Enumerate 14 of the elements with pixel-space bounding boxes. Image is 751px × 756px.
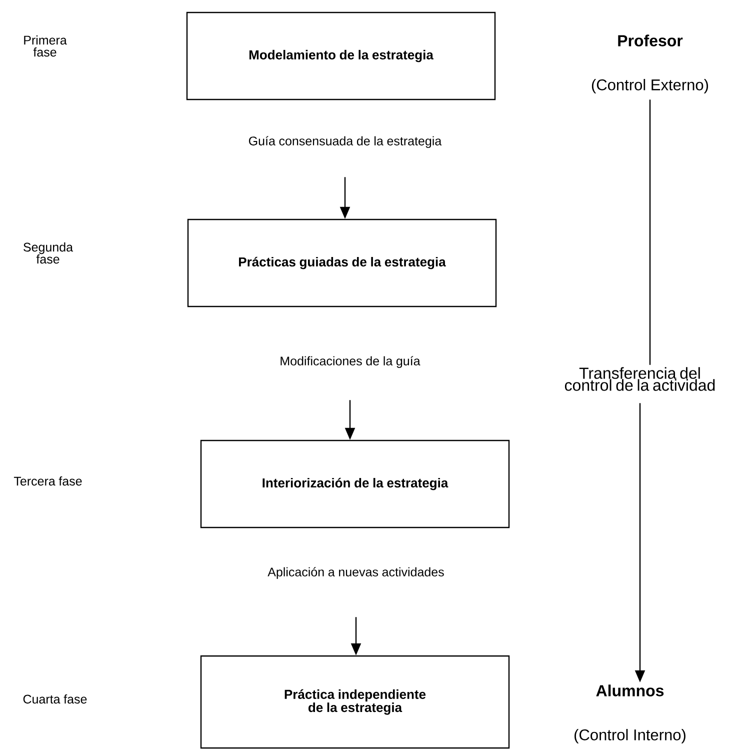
role-label: Alumnos (Control Interno) [574,684,686,744]
transfer-label: Transferencia del control de la actividad [564,367,715,391]
phase-label: Cuarta fase [23,694,87,704]
process-box: Prácticas guiadas de la estrategia [187,218,497,308]
step-note: Guía consensuada de la estrategia [248,136,442,148]
process-box: Modelamiento de la estrategia [186,12,496,100]
phase-label: Primera fase [24,35,67,57]
role-label: Profesor (Control Externo) [592,34,708,94]
phase-label: Tercera fase [14,476,82,486]
process-box: Práctica independiente de la estrategia [200,655,510,749]
phase-label: Segunda fase [24,242,73,264]
step-note: Aplicación a nuevas actividades [268,567,444,579]
step-note: Modificaciones de la guía [280,356,420,368]
process-box: Interiorización de la estrategia [200,440,510,528]
